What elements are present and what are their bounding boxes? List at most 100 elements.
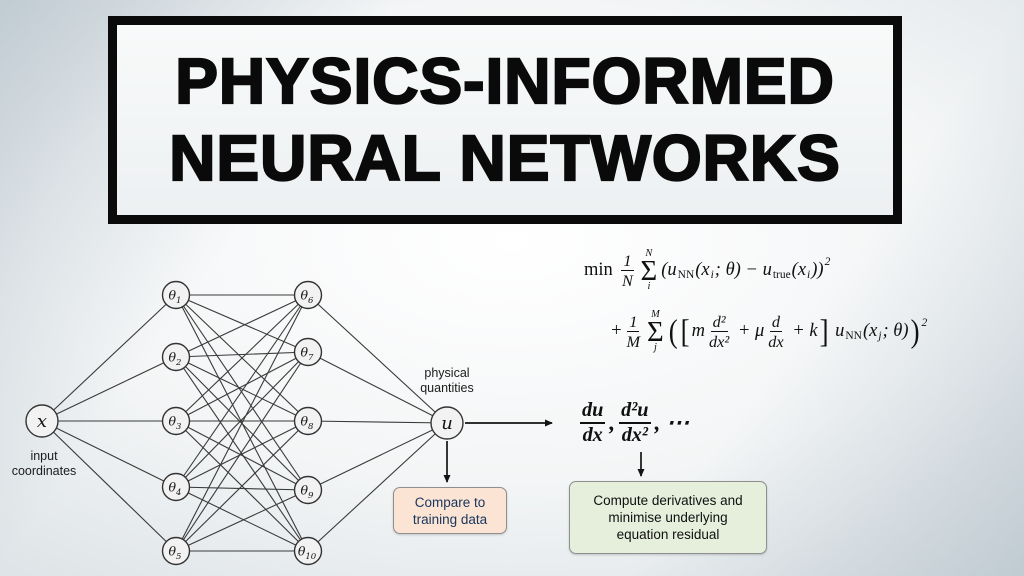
network-node-θ4: θ4 [161,472,191,502]
network-edge [41,294,177,422]
network-edge [175,356,309,422]
network-edge [41,420,177,552]
network-node-θ3: θ3 [161,406,191,436]
math-token: 2 [824,256,831,269]
title-line-1: PHYSICS-INFORMED [174,44,835,118]
network-edge [307,422,448,491]
node-label: u [441,413,453,434]
math-token: j [878,330,882,343]
math-token: 2 [921,317,928,330]
network-edge [175,294,309,488]
flow-arrows [443,419,645,483]
network-node-θ10: θ10 [293,536,323,566]
network-edge [307,422,448,552]
network-edge [307,294,448,424]
node-circle [25,404,59,438]
network-edge [307,351,448,424]
node-label: θ5 [169,544,182,563]
math-token: ) [910,313,920,350]
network-edge [175,351,309,488]
node-label: θ7 [301,345,315,364]
residual-box-label: Compute derivatives and minimise underly… [593,493,743,542]
network-edge [175,420,309,488]
network-edges [41,294,448,552]
math-token: m [691,321,705,342]
node-label: θ6 [301,288,315,307]
node-label: θ3 [169,414,182,433]
math-token: ] [819,313,829,350]
math-token: + [610,321,623,342]
math-token: (x [695,260,710,281]
network-edge [175,294,309,353]
network-edge [41,356,177,422]
title-line-2: NEURAL NETWORKS [168,121,841,195]
network-edge [175,486,309,491]
node-circle [161,342,191,372]
node-label: θ4 [169,480,182,499]
math-token: NN [677,269,695,282]
node-circle [293,536,323,566]
math-token: , [609,410,616,436]
network-edge [175,486,309,552]
network-edge [175,420,309,491]
network-node-θ5: θ5 [161,536,191,566]
node-label: θ10 [298,544,317,563]
network-edge [175,351,309,552]
network-node-θ7: θ7 [293,337,323,367]
math-token: [ [680,313,690,350]
equation-residual-box: Compute derivatives and minimise underly… [569,481,767,554]
network-node-x: x [25,404,59,438]
node-circle [293,337,323,367]
math-token: )) [811,260,824,281]
math-token: ; θ) − u [714,260,772,281]
input-caption: input coordinates [11,449,77,478]
node-circle [161,536,191,566]
node-label: θ1 [169,288,182,307]
math-token: min [584,260,618,281]
network-node-u: u [430,406,464,440]
node-circle [161,472,191,502]
network-node-θ9: θ9 [293,475,323,505]
node-circle [293,280,323,310]
network-edge [175,294,309,358]
node-circle [430,406,464,440]
network-edge [175,294,309,552]
title-box: PHYSICS-INFORMED NEURAL NETWORKS [108,16,902,224]
node-circle [293,406,323,436]
node-circle [293,475,323,505]
node-label: θ9 [301,483,315,502]
network-edge [175,294,309,422]
network-node-θ6: θ6 [293,280,323,310]
network-edge [175,489,309,552]
network-edge [175,420,309,552]
network-edge [175,351,309,358]
math-token: (x [791,260,807,281]
output-caption: physical quantities [420,366,474,395]
math-token: ( [668,313,678,350]
node-label: θ8 [301,414,315,433]
math-token: NN [845,330,862,343]
network-node-θ2: θ2 [161,342,191,372]
math-token: (x [862,321,878,342]
network-edge [175,294,309,491]
math-token: + k [787,321,818,342]
math-token: + μ [733,321,765,342]
node-label: θ2 [169,350,182,369]
math-token: i [710,269,714,282]
network-node-θ1: θ1 [161,280,191,310]
network-node-θ8: θ8 [293,406,323,436]
network-edge [307,420,448,424]
network-edge [41,420,177,488]
node-circle [161,406,191,436]
